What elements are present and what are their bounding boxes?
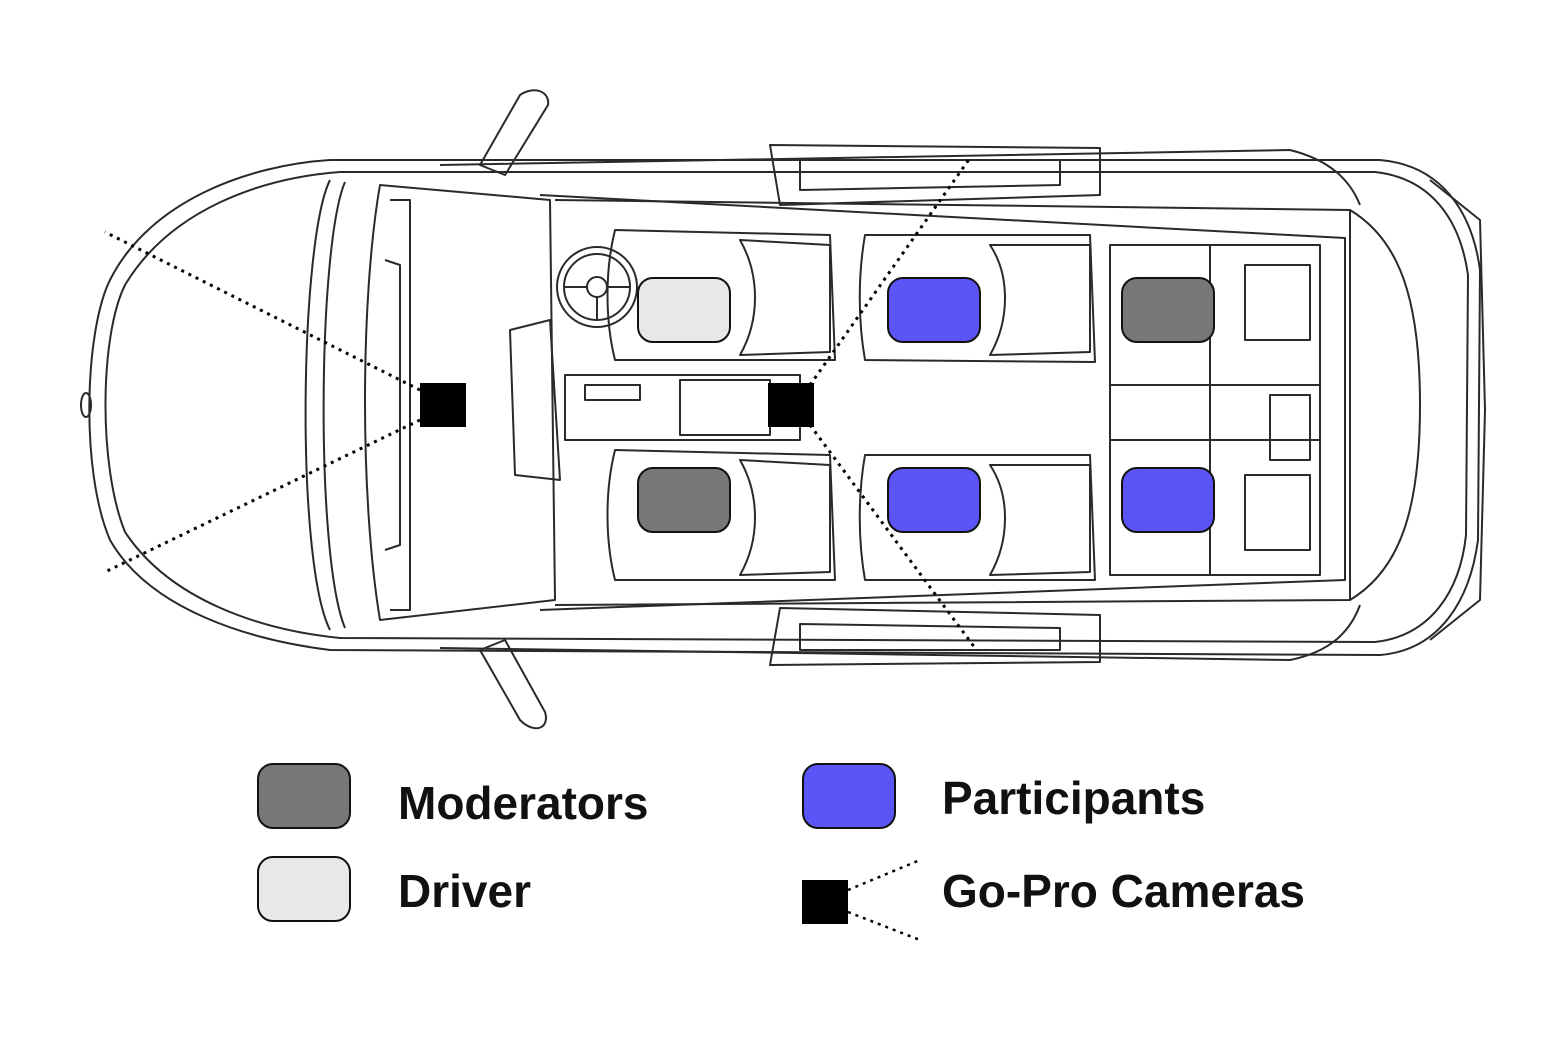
legend-label-driver: Driver bbox=[398, 865, 531, 917]
camera-icon bbox=[768, 383, 814, 427]
legend-swatch-driver bbox=[257, 856, 351, 922]
seat-frame-front-left bbox=[606, 229, 836, 361]
legend-swatch-participants bbox=[802, 763, 896, 829]
camera-fov-center-top bbox=[808, 157, 972, 386]
dashboard bbox=[509, 319, 561, 481]
interior-frame bbox=[554, 199, 1351, 606]
mirror-left bbox=[479, 89, 550, 176]
camera-fov-front-top bbox=[104, 230, 421, 392]
legend-label-participants: Participants bbox=[942, 772, 1206, 824]
legend-camera-icon bbox=[802, 880, 848, 924]
seat-rear-right-participant bbox=[1121, 467, 1215, 533]
seat-middle-left-participant bbox=[887, 277, 981, 343]
camera-fov-center-bottom bbox=[808, 424, 977, 649]
legend-label-cameras: Go-Pro Cameras bbox=[942, 865, 1306, 917]
seat-driver bbox=[637, 277, 731, 343]
camera-icon bbox=[420, 383, 466, 427]
steering-wheel-icon bbox=[556, 246, 638, 328]
legend-label-moderators: Moderators bbox=[398, 777, 649, 829]
seat-front-passenger-moderator bbox=[637, 467, 731, 533]
windshield bbox=[364, 184, 556, 621]
legend-swatch-moderators bbox=[257, 763, 351, 829]
seat-rear-left-moderator bbox=[1121, 277, 1215, 343]
mirror-right bbox=[479, 639, 547, 730]
seat-middle-right-participant bbox=[887, 467, 981, 533]
camera-fov-front-bottom bbox=[104, 418, 421, 574]
